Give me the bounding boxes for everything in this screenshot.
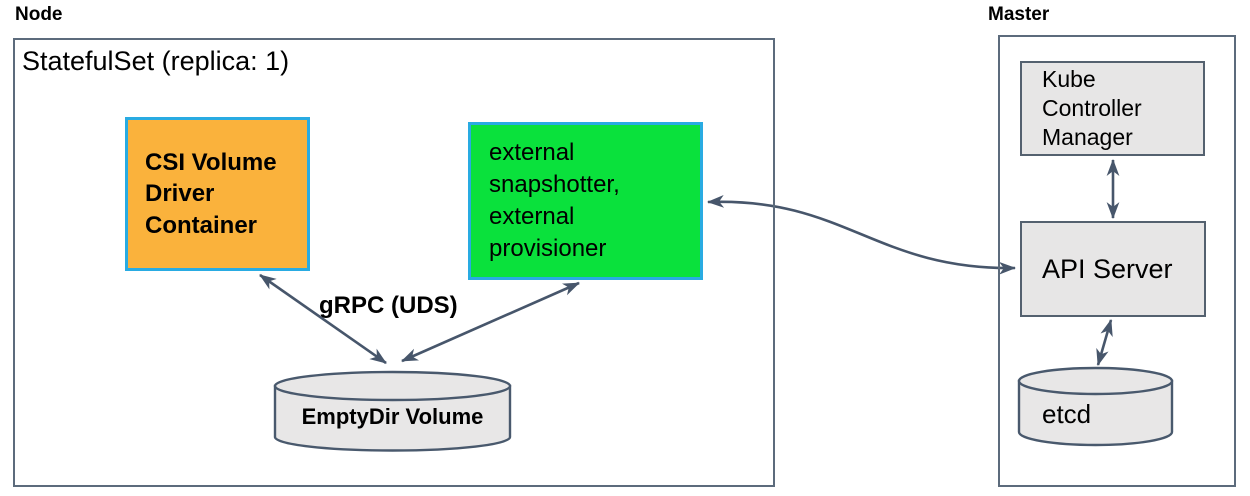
emptydir-cylinder [273,370,512,452]
arrow-csi-emptydir [259,273,387,365]
etcd-label: etcd [1042,399,1092,429]
master-boundary [998,35,1236,487]
kube-controller-manager-label: Kube Controller Manager [1042,65,1142,151]
csi-volume-driver-label: CSI Volume Driver Container [145,149,277,239]
api-server-label: API Server [1042,253,1173,284]
external-sidecars-label: external snapshotter, external provision… [489,138,620,263]
master-label: Master [988,4,1050,25]
csi-volume-driver-box: CSI Volume Driver Container [125,117,310,271]
api-server-box: API Server [1020,221,1206,317]
kube-controller-manager-box: Kube Controller Manager [1020,61,1205,156]
arrow-external-apiserver [706,195,1017,275]
emptydir-volume-label: EmptyDir Volume [301,404,484,429]
statefulset-title: StatefulSet (replica: 1) [22,46,290,76]
grpc-uds-label: gRPC (UDS) [319,292,458,319]
external-sidecars-box: external snapshotter, external provision… [468,122,703,280]
arrow-external-emptydir [401,281,580,363]
statefulset-boundary [13,38,775,487]
node-label: Node [15,4,63,25]
etcd-cylinder [1017,366,1174,447]
arrow-apiserver-etcd [1096,318,1113,367]
